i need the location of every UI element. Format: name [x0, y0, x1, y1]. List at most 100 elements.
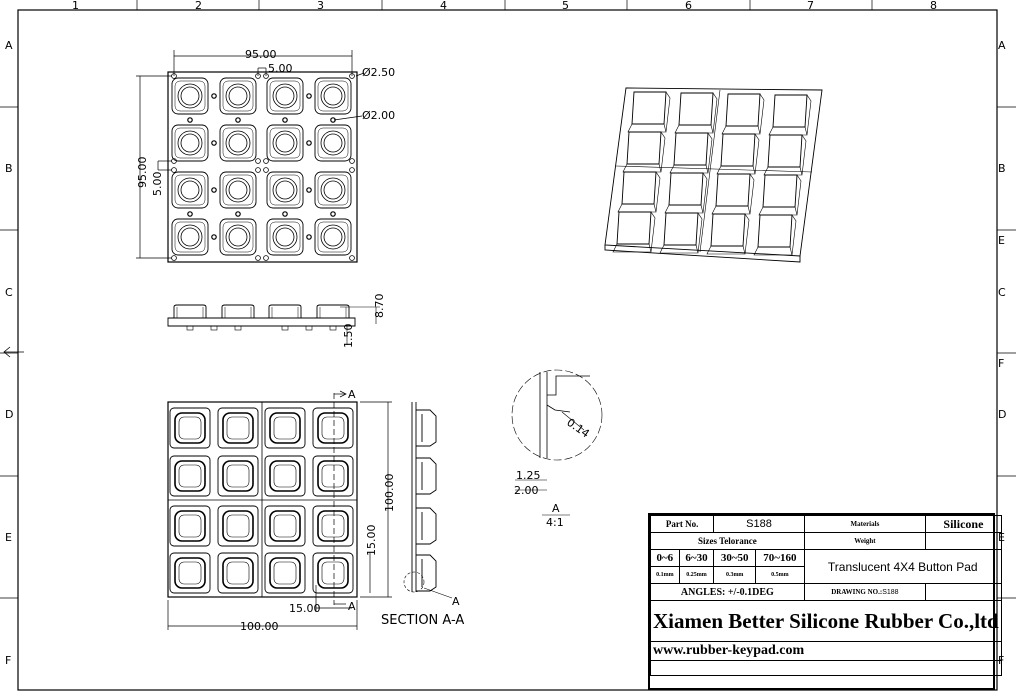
description: Translucent 4X4 Button Pad [803, 549, 1002, 584]
section-key [416, 409, 437, 447]
centering-mark-icon [3, 346, 24, 358]
key-outline [171, 77, 209, 115]
key-cavity [264, 505, 306, 547]
key-cavity-core [273, 416, 297, 440]
key-inner [269, 80, 301, 112]
section-key [416, 554, 437, 592]
key-dome-inner [275, 133, 295, 153]
key-cavity-inner [269, 557, 301, 589]
key-cavity-core [226, 464, 250, 488]
locating-hole [330, 211, 336, 217]
key-cavity [169, 505, 211, 547]
side-key [316, 304, 350, 318]
detail-dim-b: 2.00 [514, 484, 539, 497]
row-label-left: A [5, 39, 13, 52]
key-dome [225, 224, 251, 250]
locating-hole [211, 140, 217, 146]
iso-key-top [626, 131, 662, 165]
key-inner [174, 127, 206, 159]
key-dome [320, 224, 346, 250]
key-cavity [217, 552, 259, 594]
key-dome-inner [180, 227, 200, 247]
key-outline [171, 124, 209, 162]
iso-key-side [664, 172, 708, 214]
detail-callout: A [452, 595, 460, 608]
key-cavity-inner [174, 557, 206, 589]
key-cavity-core [273, 464, 297, 488]
iso-key-top [616, 211, 652, 245]
key-cavity-inner [222, 412, 254, 444]
key-outline [266, 171, 304, 209]
key-inner [269, 221, 301, 253]
row-label-left: E [5, 531, 12, 544]
mounting-hole [171, 167, 177, 173]
iso-key-side [669, 132, 713, 174]
side-pin [305, 325, 313, 331]
iso-key-side [659, 212, 703, 254]
locating-hole [282, 117, 288, 123]
key-cavity-inner [174, 460, 206, 492]
key-cavity [217, 455, 259, 497]
key-cavity-inner [222, 460, 254, 492]
key-dome [177, 83, 203, 109]
detail-view: 0.14 1.25 2.00 A 4:1 [511, 369, 603, 529]
section-a-a-profile: A SECTION A-A [381, 402, 464, 628]
side-height-dim: 8.70 [373, 294, 386, 319]
key-inner [174, 80, 206, 112]
detail-dim-a: 1.25 [516, 469, 541, 482]
iso-key-side [627, 91, 671, 133]
iso-key-top [631, 91, 667, 125]
key-outline [171, 218, 209, 256]
column-label: 6 [685, 0, 692, 12]
key-cavity [264, 455, 306, 497]
range-0: 0~6 [650, 549, 680, 567]
key-dome [225, 130, 251, 156]
key-cavity [312, 552, 354, 594]
key-inner [222, 127, 254, 159]
drawing-no-value: S188 [882, 589, 899, 596]
key-cavity-core [273, 514, 297, 538]
row-label-left: B [5, 162, 13, 175]
key-dome [177, 130, 203, 156]
range-2: 30~50 [713, 549, 757, 567]
iso-key-top [762, 174, 798, 208]
row-label-right: E [998, 531, 1005, 544]
iso-key-top [757, 214, 793, 248]
locating-hole [235, 211, 241, 217]
key-cavity-inner [317, 510, 349, 542]
locating-hole [211, 187, 217, 193]
row-label-right: E [998, 234, 1005, 247]
part-no-label: Part No. [649, 515, 715, 533]
mounting-hole [349, 167, 355, 173]
iso-key-side [674, 92, 718, 134]
bottom-view [167, 393, 358, 605]
tolerance-2: 0.3mm [713, 566, 757, 584]
key-outline [219, 171, 257, 209]
side-key [268, 304, 302, 318]
key-outline [314, 124, 352, 162]
key-dome-inner [275, 86, 295, 106]
key-dome [225, 83, 251, 109]
key-outline [314, 77, 352, 115]
key-cavity [264, 552, 306, 594]
key-inner [269, 174, 301, 206]
key-cavity [264, 407, 306, 449]
key-inner [317, 221, 349, 253]
key-dome [225, 177, 251, 203]
weight-value [925, 532, 1002, 550]
detail-scale: 4:1 [546, 516, 564, 529]
key-height-dim: 15.00 [365, 525, 378, 557]
key-dome-inner [323, 227, 343, 247]
key-dome [272, 224, 298, 250]
tolerance-label: Sizes Telorance [650, 532, 805, 550]
key-dome-inner [323, 86, 343, 106]
row-label-right: D [998, 408, 1006, 421]
material-value: Silicone [925, 515, 1002, 533]
key-cavity-inner [269, 412, 301, 444]
key-dome-inner [228, 86, 248, 106]
key-cavity [169, 455, 211, 497]
key-cavity [217, 407, 259, 449]
key-cavity-inner [269, 460, 301, 492]
key-cavity-core [321, 514, 345, 538]
